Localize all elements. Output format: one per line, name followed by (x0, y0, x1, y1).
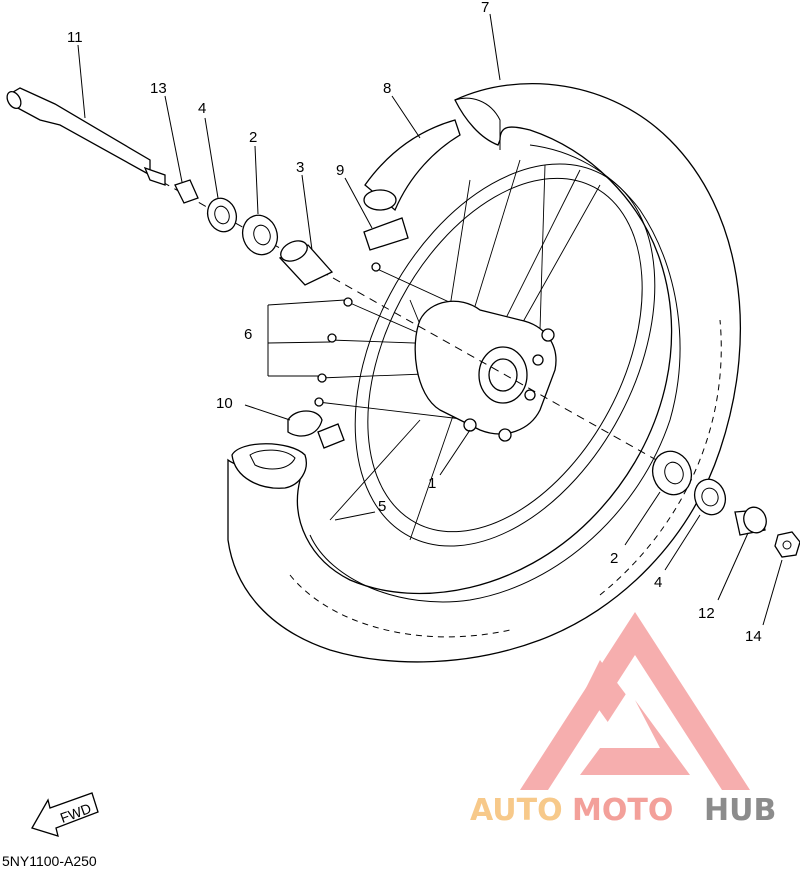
svg-text:HUB: HUB (704, 793, 776, 828)
callout-4-left: 4 (198, 100, 206, 117)
rim-band-part (363, 119, 461, 212)
watermark-logo (520, 612, 750, 790)
valve-part (287, 410, 345, 449)
watermark-text: AUTO MOTO HUB (470, 793, 776, 828)
collar-part (174, 179, 199, 204)
rim-lock-part (363, 217, 409, 251)
callout-5: 5 (378, 498, 386, 515)
callout-3: 3 (296, 159, 304, 176)
callout-2-right: 2 (610, 550, 618, 567)
oil-seal-right-part (693, 478, 727, 516)
callout-6: 6 (244, 326, 252, 343)
hub-part (414, 300, 557, 442)
callout-14: 14 (745, 628, 762, 645)
bearing-left-part (241, 214, 279, 256)
oil-seal-left-part (206, 197, 238, 233)
callout-labels: 1 2 2 3 4 4 5 6 7 8 9 10 11 12 13 14 (67, 0, 762, 645)
callout-10: 10 (216, 395, 233, 412)
callout-11: 11 (67, 29, 83, 46)
callout-9: 9 (336, 162, 344, 179)
callout-7: 7 (481, 0, 489, 16)
callout-4-right: 4 (654, 574, 662, 591)
nut-part (774, 531, 800, 558)
bearing-right-part (651, 450, 693, 496)
fwd-arrow-icon: FWD (31, 792, 99, 837)
callout-12: 12 (698, 605, 715, 622)
callout-1: 1 (428, 475, 436, 492)
diagram-code: 5NY1100-A250 (2, 853, 97, 869)
callout-8: 8 (383, 80, 391, 97)
callout-2-left: 2 (249, 129, 257, 146)
leader-lines (77, 13, 783, 626)
svg-text:AUTO: AUTO (470, 793, 563, 828)
svg-text:MOTO: MOTO (572, 793, 673, 828)
callout-13: 13 (150, 80, 167, 97)
axle-part (6, 87, 166, 186)
